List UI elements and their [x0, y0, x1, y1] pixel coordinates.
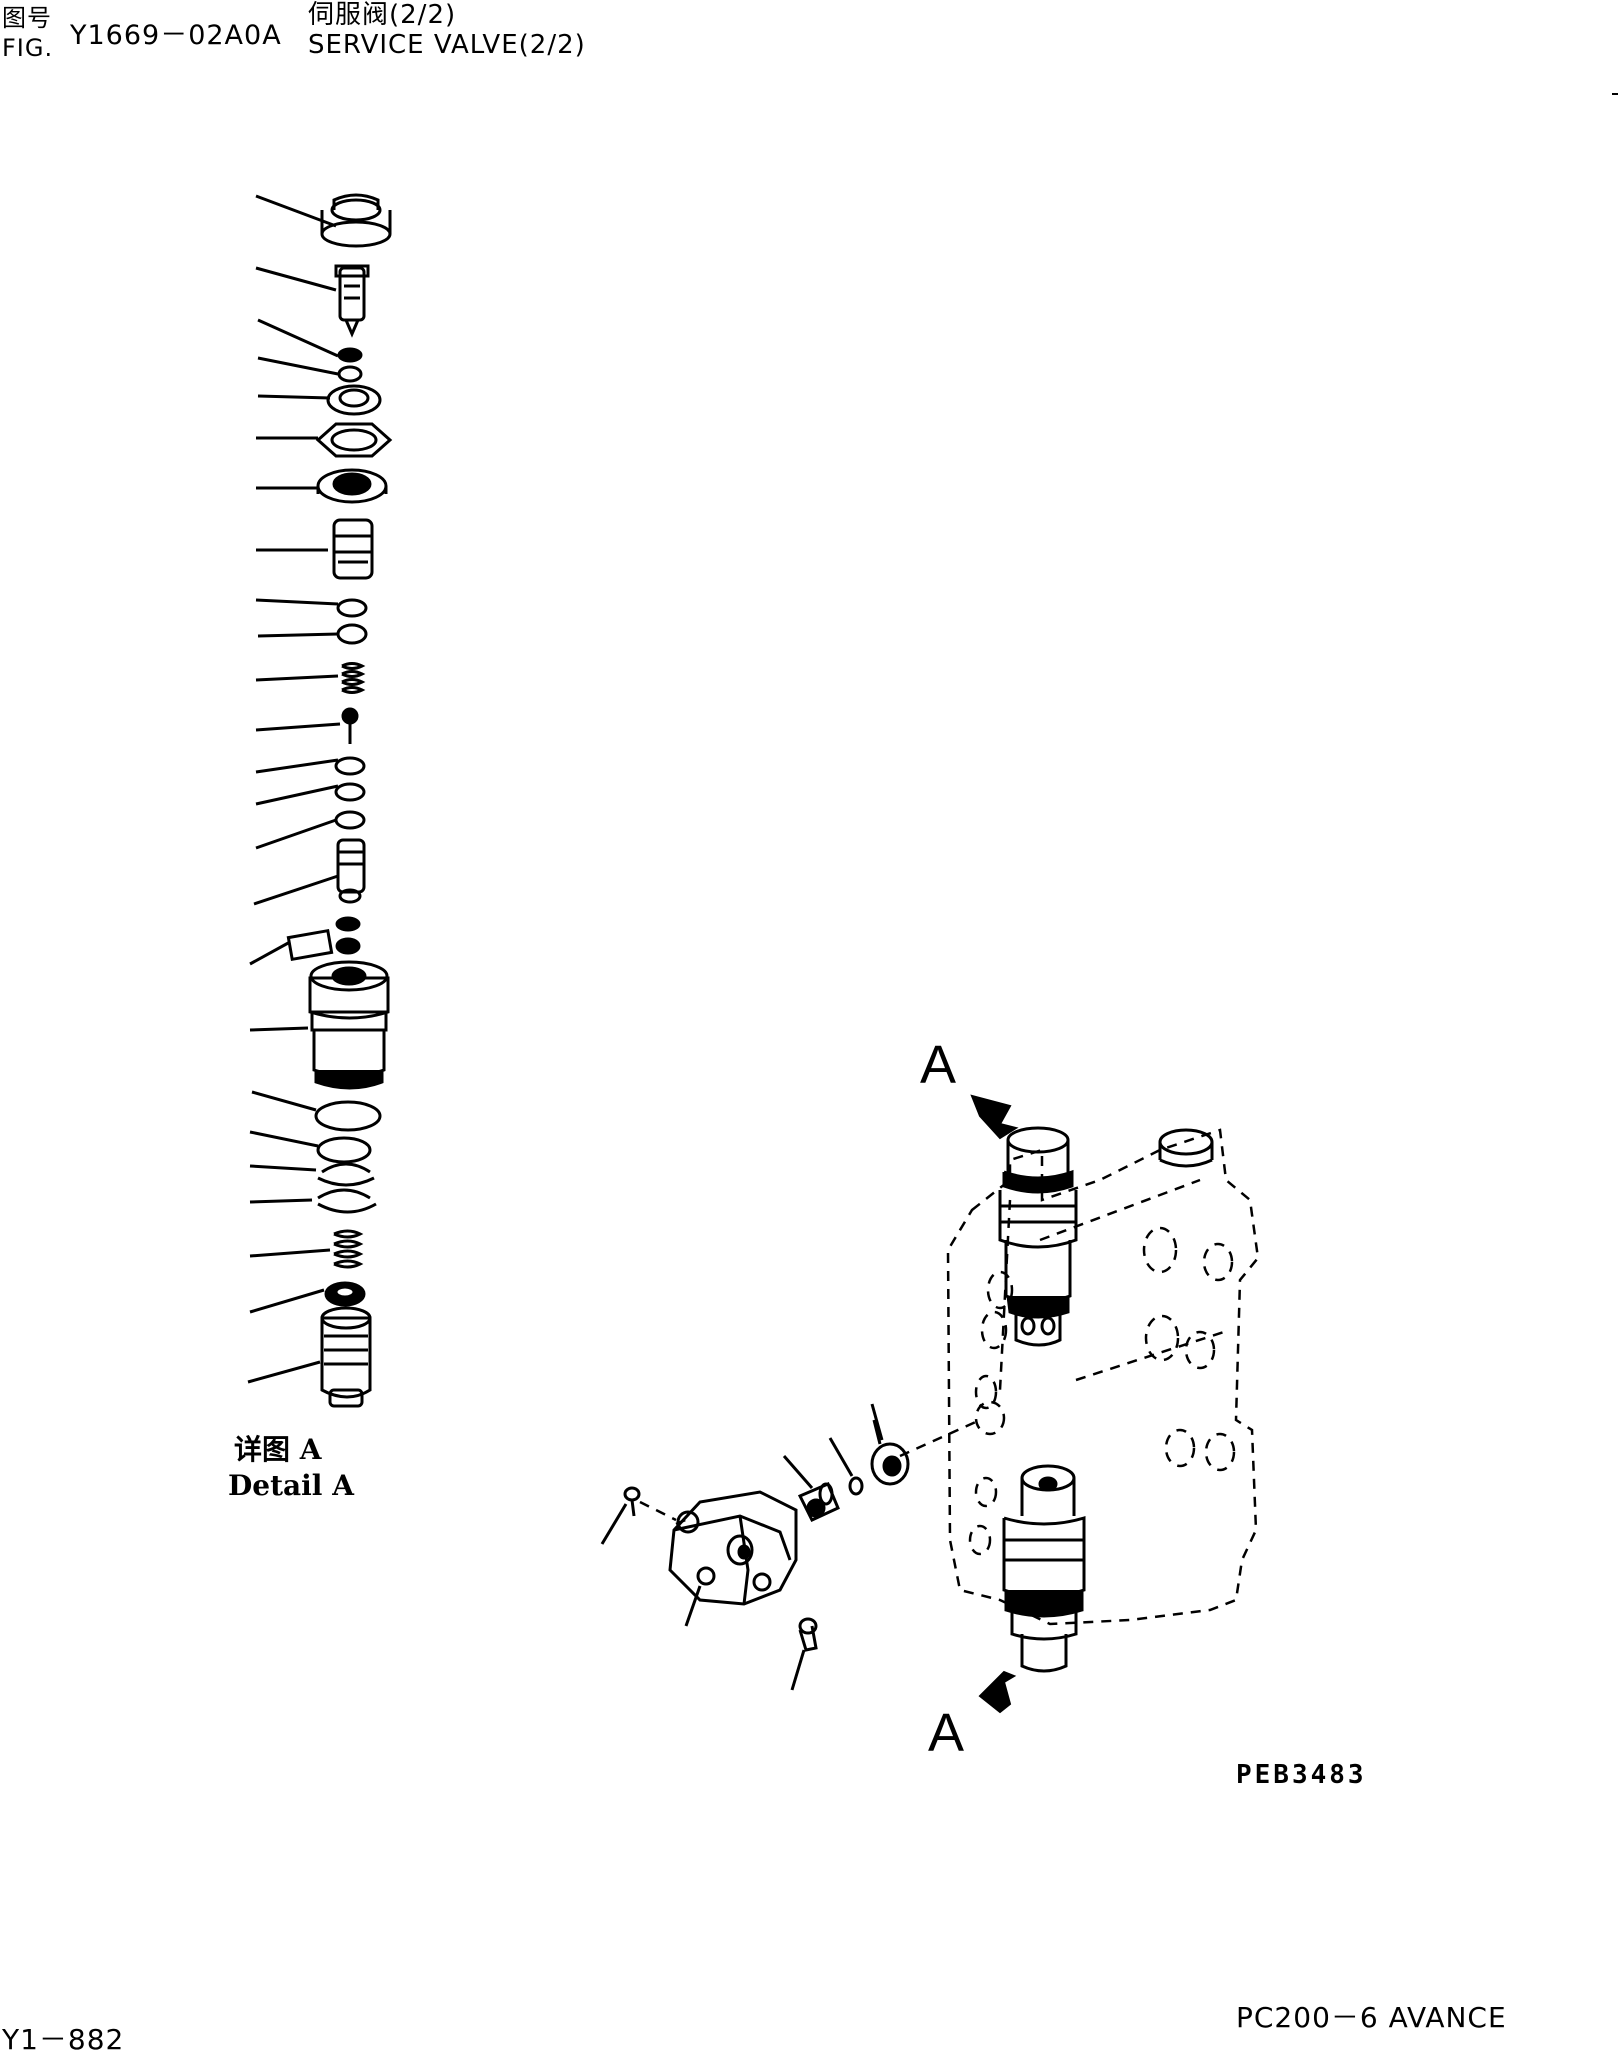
arrow-a-icon	[970, 1094, 1019, 1714]
detail-label-cn: 详图 A	[234, 1433, 322, 1466]
detail-label-en: Detail A	[228, 1469, 354, 1502]
control-valve-body	[675, 1126, 1260, 1673]
top-arrow-label: A	[920, 1035, 957, 1095]
exploded-valve-stack	[247, 193, 393, 1408]
fig-number: Y1669－02A0A	[70, 20, 282, 51]
bottom-arrow-label: A	[928, 1703, 965, 1763]
fig-label-cn: 图号	[2, 4, 52, 32]
fig-label-en: FIG.	[2, 34, 54, 62]
footer-model: PC200－6 AVANCE	[1236, 2001, 1507, 2034]
footer-page: Y1－882	[2, 2023, 125, 2056]
drawing-code: PEB3483	[1236, 1760, 1367, 1790]
title-en: SERVICE VALVE(2/2)	[308, 30, 586, 60]
title-cn: 伺服阀(2/2)	[308, 0, 457, 30]
cover-block	[600, 1403, 910, 1691]
